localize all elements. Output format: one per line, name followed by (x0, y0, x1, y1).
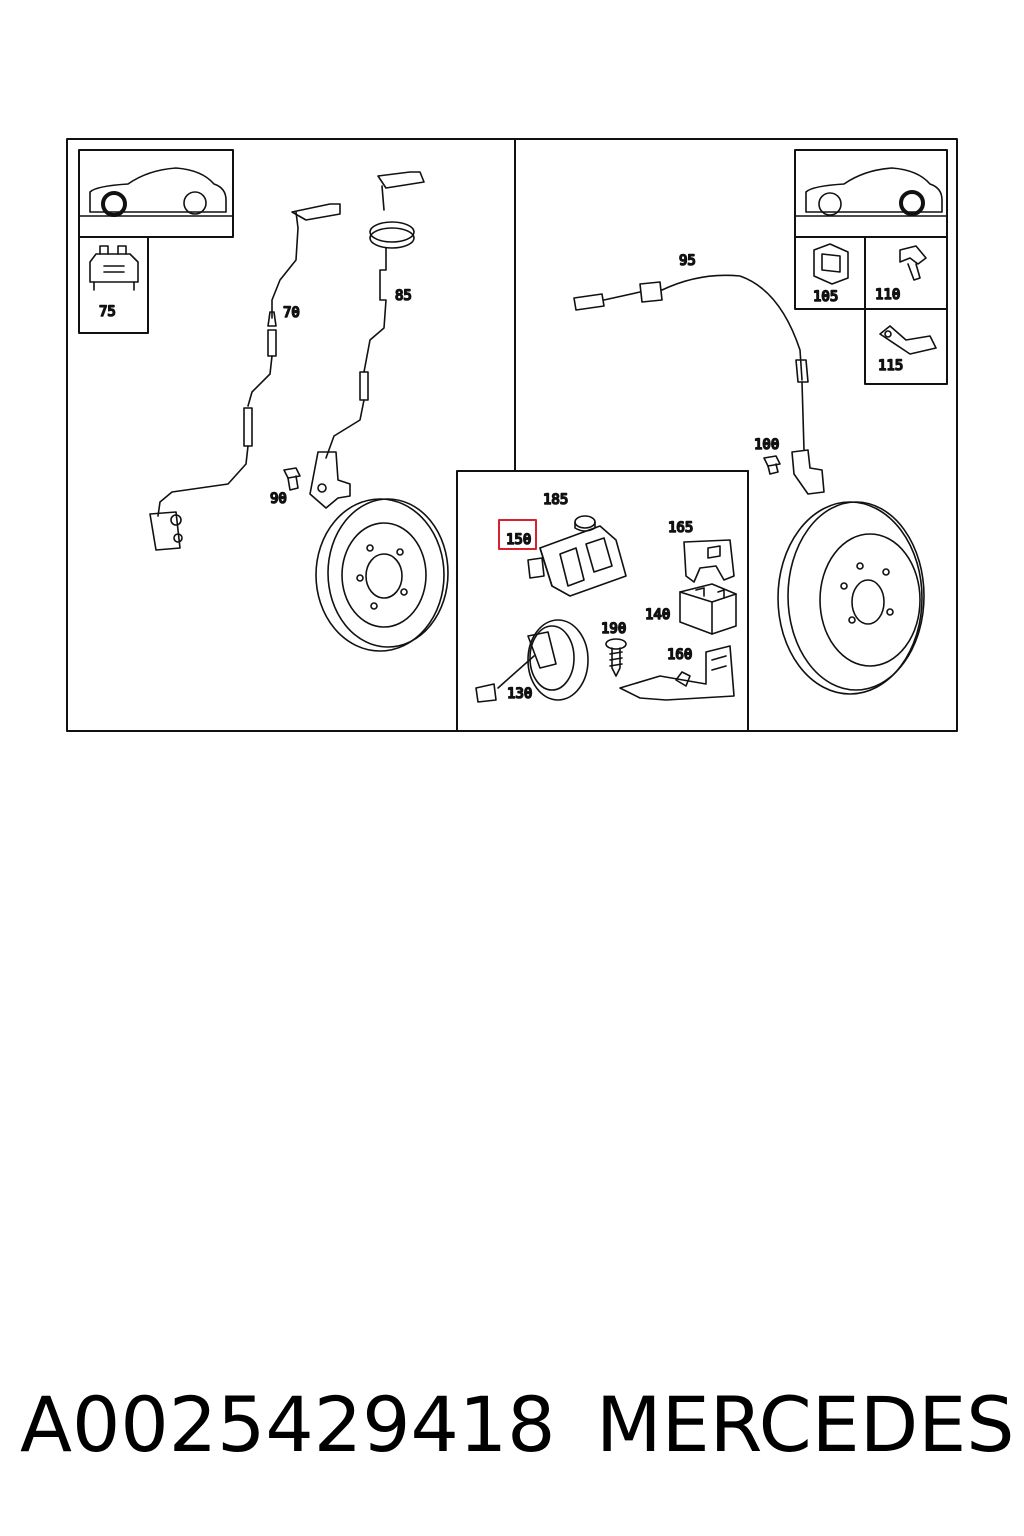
rear-axle-panel (573, 149, 948, 695)
selected-callout-box (498, 519, 537, 550)
part-number: A0025429418 (20, 1380, 556, 1469)
callout-85: 85 (395, 288, 412, 304)
callout-110: 110 (875, 287, 900, 303)
callout-100: 100 (754, 437, 779, 453)
front-axle-panel (78, 149, 449, 652)
detail-panel (456, 470, 749, 732)
sensor-ring-130 (475, 619, 589, 703)
rear-inset-grid (864, 308, 948, 385)
callout-165: 165 (668, 520, 693, 536)
callout-185: 185 (543, 492, 568, 508)
callout-90: 90 (270, 491, 287, 507)
callout-105: 105 (813, 289, 838, 305)
control-unit-150 (527, 525, 627, 597)
callout-95: 95 (679, 253, 696, 269)
callout-75: 75 (99, 304, 116, 320)
bolt-100-icon (763, 455, 781, 475)
cover-165-icon (683, 539, 735, 583)
callout-130: 130 (507, 686, 532, 702)
clip-75-inset (78, 236, 149, 334)
bracket-115-icon (879, 325, 937, 355)
callout-150[interactable]: 150 (505, 531, 532, 549)
front-brake-disc (315, 498, 449, 652)
parts-diagram: 75 70 85 90 105 110 115 95 100 185 150 1… (66, 138, 958, 732)
brand-name: MERCEDES (596, 1380, 1015, 1469)
callout-115: 115 (878, 358, 903, 374)
callout-140: 140 (645, 607, 670, 623)
rear-car-locator-icon (794, 149, 948, 238)
rear-sensor-cable-95 (573, 274, 825, 495)
rear-brake-disc (777, 501, 925, 695)
connector-140-icon (679, 583, 737, 635)
callout-190: 190 (601, 621, 626, 637)
callout-70: 70 (283, 305, 300, 321)
clip-110-icon (899, 245, 927, 281)
clip-105-icon (813, 243, 849, 285)
front-car-locator-icon (78, 149, 234, 238)
screw-190-icon (605, 638, 627, 677)
bracket-160-icon (619, 645, 735, 701)
bolt-90-icon (283, 467, 301, 491)
callout-160: 160 (667, 647, 692, 663)
front-sensor-cable-85 (309, 171, 425, 509)
front-sensor-cable-70 (149, 203, 341, 551)
